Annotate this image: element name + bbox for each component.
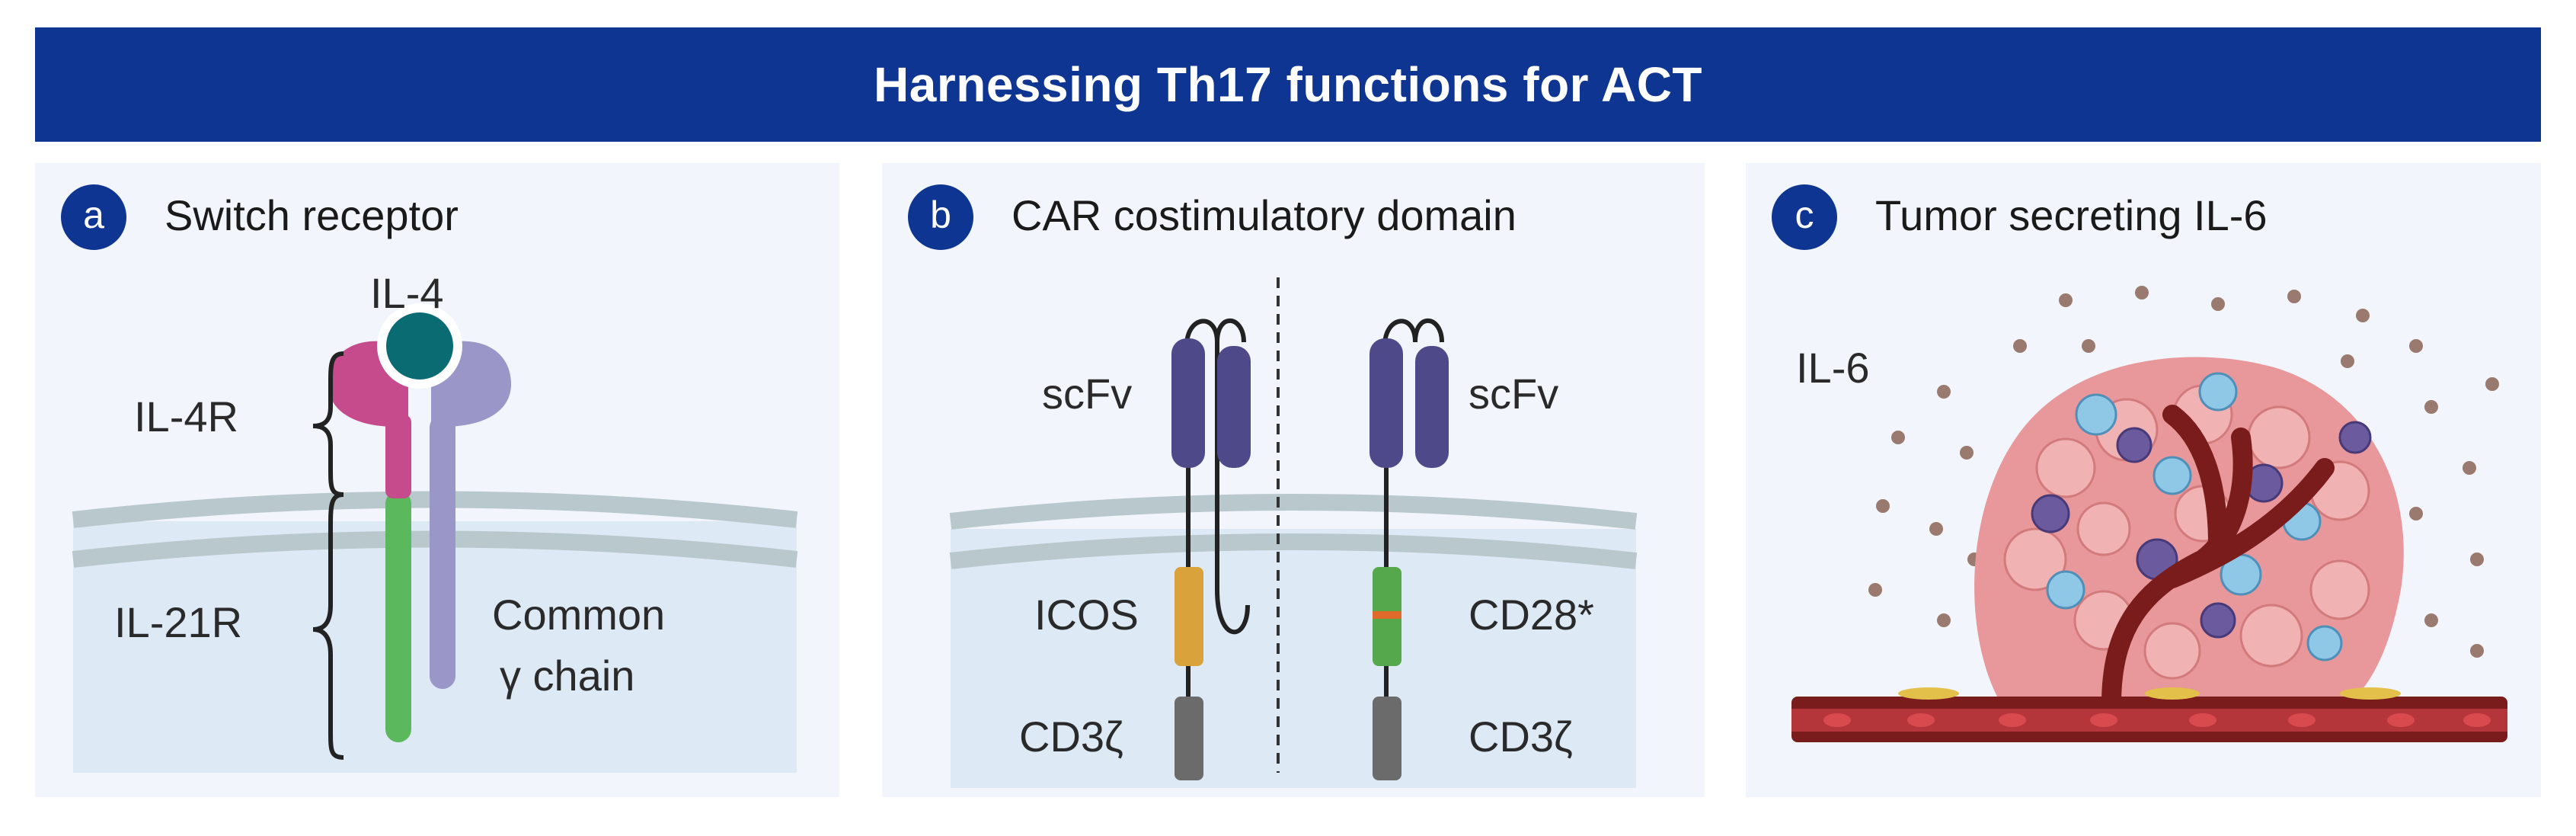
il4-ligand — [386, 312, 453, 380]
panel-b-title: CAR costimulatory domain — [1012, 191, 1517, 239]
panel-c-title: Tumor secreting IL-6 — [1875, 191, 2268, 239]
figure-title-banner: Harnessing Th17 functions for ACT — [35, 27, 2541, 142]
cd28-mutation-mark — [1373, 611, 1401, 619]
scfv-left-label: scFv — [1042, 370, 1133, 418]
il4r-stalk — [385, 415, 411, 498]
il4r-brace — [312, 351, 344, 497]
cd28-label: CD28* — [1469, 591, 1594, 639]
scfv-right-label: scFv — [1469, 370, 1559, 418]
tumor-il6-illustration — [1791, 286, 2507, 742]
cd3z-left-label: CD3ζ — [1019, 713, 1123, 761]
scfv-right-light — [1415, 346, 1449, 468]
scfv-linker-right — [1382, 318, 1444, 347]
panel-b-badge: b — [908, 184, 973, 250]
il21r-brace — [312, 492, 344, 760]
membrane-inner — [949, 533, 1638, 569]
icos-domain — [1175, 567, 1203, 666]
cd3z-left-domain — [1175, 697, 1203, 780]
panel-a-title: Switch receptor — [165, 191, 459, 239]
immune-cells-purple — [2031, 421, 2372, 639]
scfv-linker-left — [1184, 318, 1250, 635]
il21r-label: IL-21R — [114, 598, 243, 646]
il6-dots — [1868, 286, 2499, 658]
membrane-outer — [949, 494, 1638, 530]
scfv-left-heavy — [1171, 338, 1205, 468]
panel-a-badge: a — [61, 184, 126, 250]
il4-label: IL-4 — [370, 269, 444, 317]
red-blood-cells — [1823, 713, 2491, 727]
panel-tumor-il6: c Tumor secreting IL-6 IL-6 — [1746, 163, 2541, 797]
vessel-branch — [2101, 405, 2335, 714]
endothelial-cells — [1898, 687, 2401, 700]
panel-switch-receptor: a Switch receptor IL-4 IL-4R IL-21R Comm… — [35, 163, 839, 797]
cytoplasm-region — [951, 529, 1636, 788]
figure-title: Harnessing Th17 functions for ACT — [874, 57, 1702, 112]
car-construct-illustration — [949, 277, 1638, 788]
panel-c-badge: c — [1772, 184, 1837, 250]
panel-car-costimulatory-domain: b CAR costimulatory domain scFv scFv ICO… — [882, 163, 1705, 797]
icos-label: ICOS — [1034, 591, 1139, 639]
scfv-right-heavy — [1369, 338, 1403, 468]
common-label-line1: Common — [492, 591, 666, 639]
immune-cells-blue — [2046, 372, 2343, 661]
scfv-left-light — [1217, 346, 1251, 468]
il6-label: IL-6 — [1796, 344, 1870, 392]
common-label-line2: γ chain — [500, 652, 635, 700]
tumor-cells — [2003, 384, 2370, 680]
cd3z-right-domain — [1373, 697, 1401, 780]
common-gamma-stalk — [430, 415, 455, 689]
switch-receptor-illustration — [72, 303, 798, 773]
il21r-stalk — [385, 491, 411, 742]
cd3z-right-label: CD3ζ — [1469, 713, 1573, 761]
il4r-label: IL-4R — [134, 392, 238, 440]
